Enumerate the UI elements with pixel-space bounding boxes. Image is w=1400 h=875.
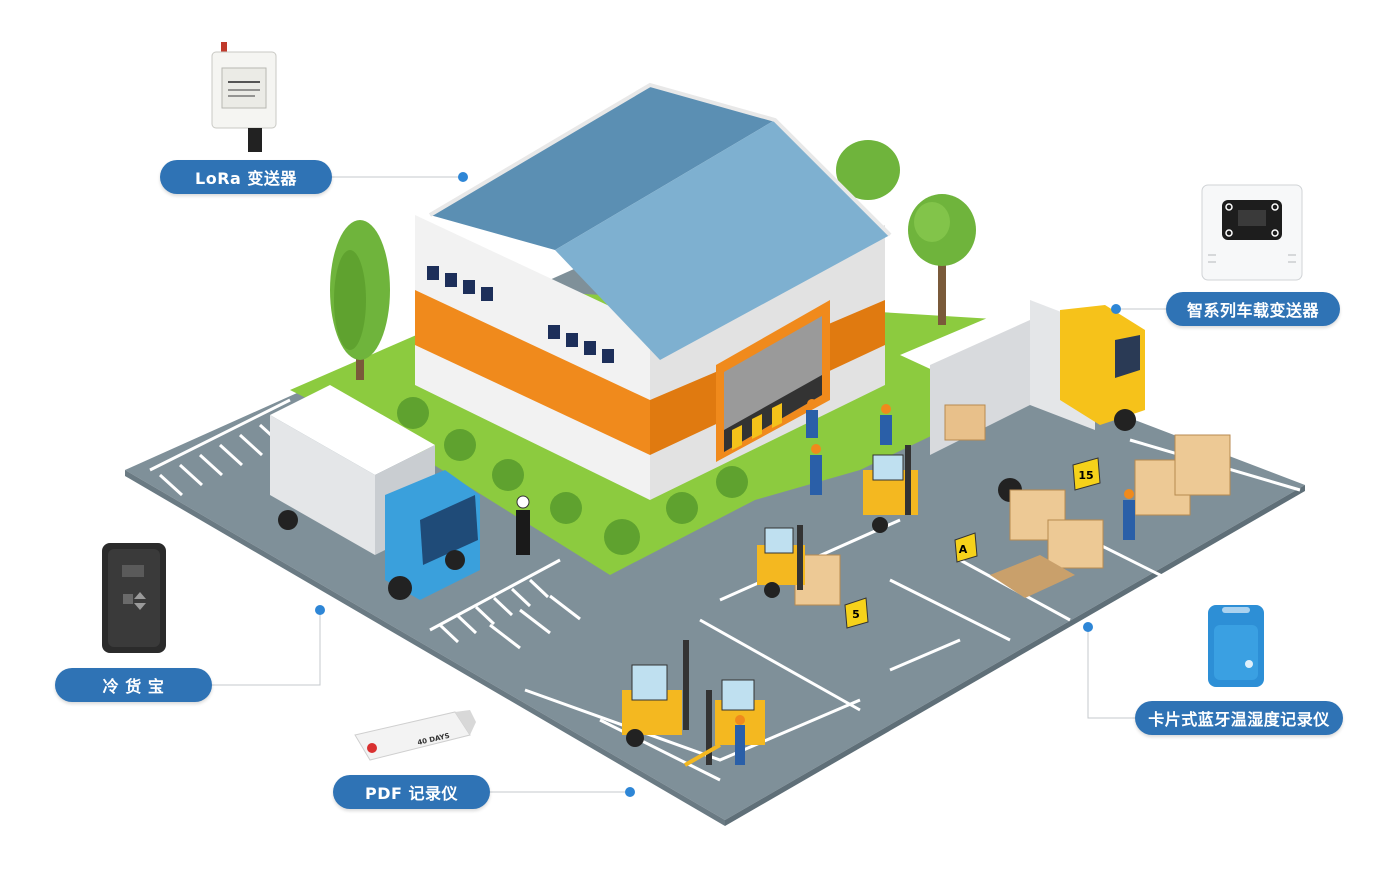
- pdf-logger-label: PDF 记录仪: [333, 775, 490, 809]
- warehouse-building: [415, 82, 892, 500]
- cold-cargo-device-icon: [102, 543, 166, 653]
- bushes: [397, 397, 748, 555]
- bay-sign-5: 5: [844, 597, 869, 629]
- parking-stripes-left: [149, 398, 291, 497]
- connector-lines: [212, 176, 1166, 793]
- pdf-connector-dot: [625, 787, 635, 797]
- truck-blue: [270, 385, 480, 600]
- cold-box-connector-dot: [315, 605, 325, 615]
- tree-left: [330, 220, 390, 380]
- lora-transmitter-icon: [211, 42, 277, 152]
- card-logger-label: 卡片式蓝牙温湿度记录仪: [1135, 701, 1343, 735]
- tree-right: [908, 194, 976, 325]
- bay-sign-15: 15: [1072, 457, 1101, 491]
- lora-transmitter-label: LoRa 变送器: [160, 160, 332, 194]
- truck-yellow: [900, 300, 1145, 502]
- card-connector-dot: [1083, 622, 1093, 632]
- vehicle-transmitter-icon: [1201, 184, 1303, 281]
- workers: [516, 399, 1135, 765]
- crosswalk: [429, 558, 581, 650]
- connector-dots: [315, 172, 1121, 797]
- vehicle-transmitter-label: 智系列车载变送器: [1166, 292, 1340, 326]
- tree-right-back: [836, 140, 900, 200]
- cold-cargo-label: 冷 货 宝: [55, 668, 212, 702]
- supervisor: [516, 495, 530, 555]
- bay-sign-a-text: A: [959, 543, 968, 556]
- bay-sign-15-text: 15: [1078, 469, 1093, 482]
- card-bluetooth-logger-icon: [1208, 605, 1264, 687]
- bay-sign-a: A: [954, 532, 978, 563]
- bay-sign-5-text: 5: [852, 608, 860, 621]
- vehicle-connector-dot: [1111, 304, 1121, 314]
- forklifts: [622, 445, 918, 767]
- cargo-pallets: [794, 434, 1231, 606]
- usb-pdf-logger-icon: 40 DAYS: [354, 710, 476, 761]
- lora-connector-dot: [458, 172, 468, 182]
